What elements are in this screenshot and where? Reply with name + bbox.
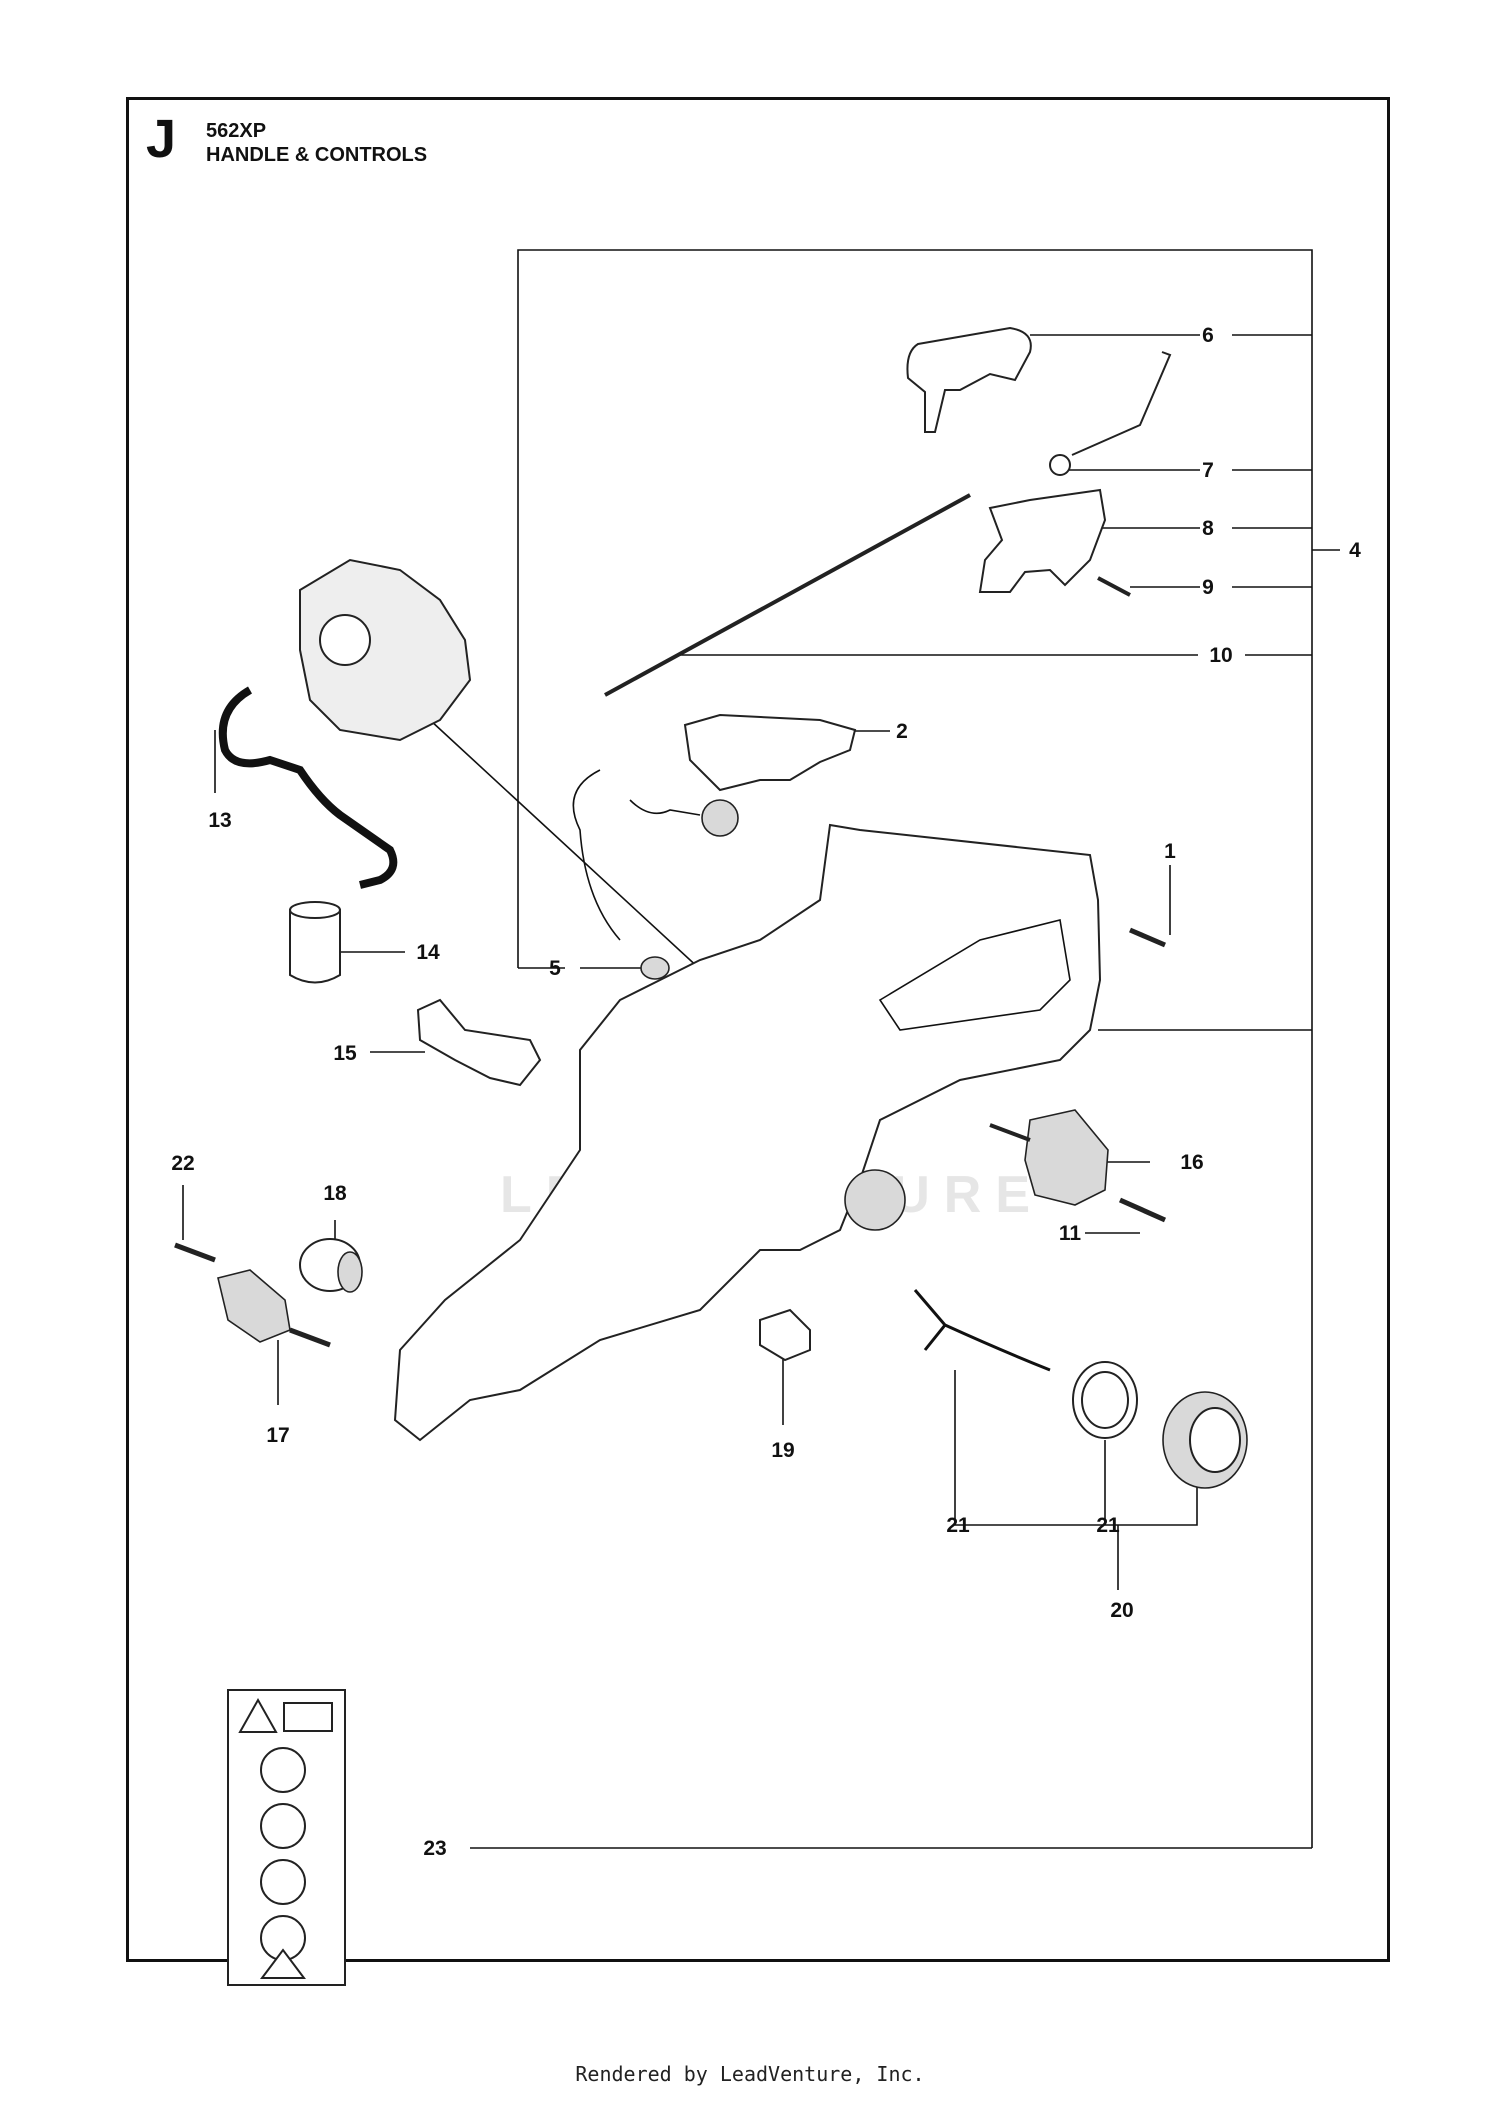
wiring-harness	[572, 769, 701, 941]
primer-bulb	[701, 799, 739, 837]
bracket-lines	[470, 249, 1340, 1849]
fuel-cap-face	[1189, 1407, 1241, 1473]
decal-glove-icon	[260, 1803, 306, 1849]
part-16-rod	[289, 1327, 331, 1348]
callout-17: 18	[323, 1182, 347, 1205]
fuel-filter-top	[289, 901, 341, 919]
part-12-fuel-hose	[218, 686, 398, 889]
decal-hazard-triangle	[260, 1948, 306, 1979]
callout-labels: 6 7 8 4 9 10 2 1 13 14 5 15 15 16 11 22 …	[171, 324, 1361, 1860]
crankcase-bore	[844, 1169, 906, 1231]
diagram-frame	[126, 97, 1390, 1962]
decal-prohibited-icon	[260, 1859, 306, 1905]
callout-20: 21	[1096, 1514, 1120, 1537]
carburetor-bore	[319, 614, 371, 666]
part-9-pin	[1097, 576, 1131, 597]
callout-9: 9	[1202, 576, 1214, 599]
part-13-fuel-filter	[289, 909, 341, 984]
buffer-face	[337, 1251, 363, 1293]
model-number: 562XP	[206, 120, 267, 142]
callout-5: 5	[549, 957, 561, 980]
callout-12: 13	[208, 809, 231, 832]
gasket-inner	[1081, 1371, 1129, 1429]
callout-2: 2	[896, 720, 908, 743]
handle-inner-opening	[878, 919, 1071, 1031]
decal-helmet-icon	[260, 1747, 306, 1793]
callout-22: 22	[171, 1152, 194, 1175]
part-22-screw	[174, 1242, 216, 1263]
callout-11: 11	[1059, 1222, 1082, 1245]
part-11-screw	[1118, 1197, 1167, 1223]
part-18-nut	[759, 1308, 811, 1362]
callout-15: 16	[1180, 1151, 1203, 1174]
part-15-bolt	[989, 1123, 1031, 1142]
part-21-strap	[913, 1289, 1051, 1372]
part-15-av-spring	[1024, 1109, 1109, 1206]
carburetor	[299, 558, 472, 742]
callout-13: 14	[416, 941, 440, 964]
callout-10: 10	[1209, 644, 1232, 667]
part-14-bracket	[416, 998, 542, 1087]
section-letter: J	[146, 109, 177, 169]
leader-lines	[182, 334, 1312, 1590]
part-1-screw	[1129, 927, 1166, 948]
main-handle-housing	[393, 823, 1102, 1442]
callout-6: 6	[1202, 324, 1214, 347]
callout-18: 19	[771, 1439, 794, 1462]
section-title: HANDLE & CONTROLS	[206, 144, 428, 166]
callout-21: 21	[946, 1514, 970, 1537]
decal-manual-icon	[283, 1702, 333, 1732]
part-8-trigger	[978, 488, 1107, 593]
part-10-throttle-rod	[604, 493, 971, 697]
callout-14: 15	[333, 1042, 357, 1065]
footer-credit: Rendered by LeadVenture, Inc.	[575, 2062, 925, 2086]
callout-23: 23	[423, 1837, 446, 1860]
callout-16: 17	[266, 1424, 289, 1447]
callout-1: 1	[1164, 840, 1176, 863]
part-7-spring	[1049, 351, 1172, 476]
part-16-av-spring	[217, 1269, 291, 1343]
callout-7: 7	[1202, 459, 1214, 482]
decal-warning-triangle	[238, 1697, 278, 1733]
callout-8: 8	[1202, 517, 1214, 540]
part-6-cover	[906, 326, 1032, 433]
callout-19: 20	[1110, 1599, 1133, 1622]
callout-4: 4	[1349, 539, 1361, 562]
part-5-grommet	[640, 956, 670, 980]
part-2-lever	[683, 713, 857, 792]
